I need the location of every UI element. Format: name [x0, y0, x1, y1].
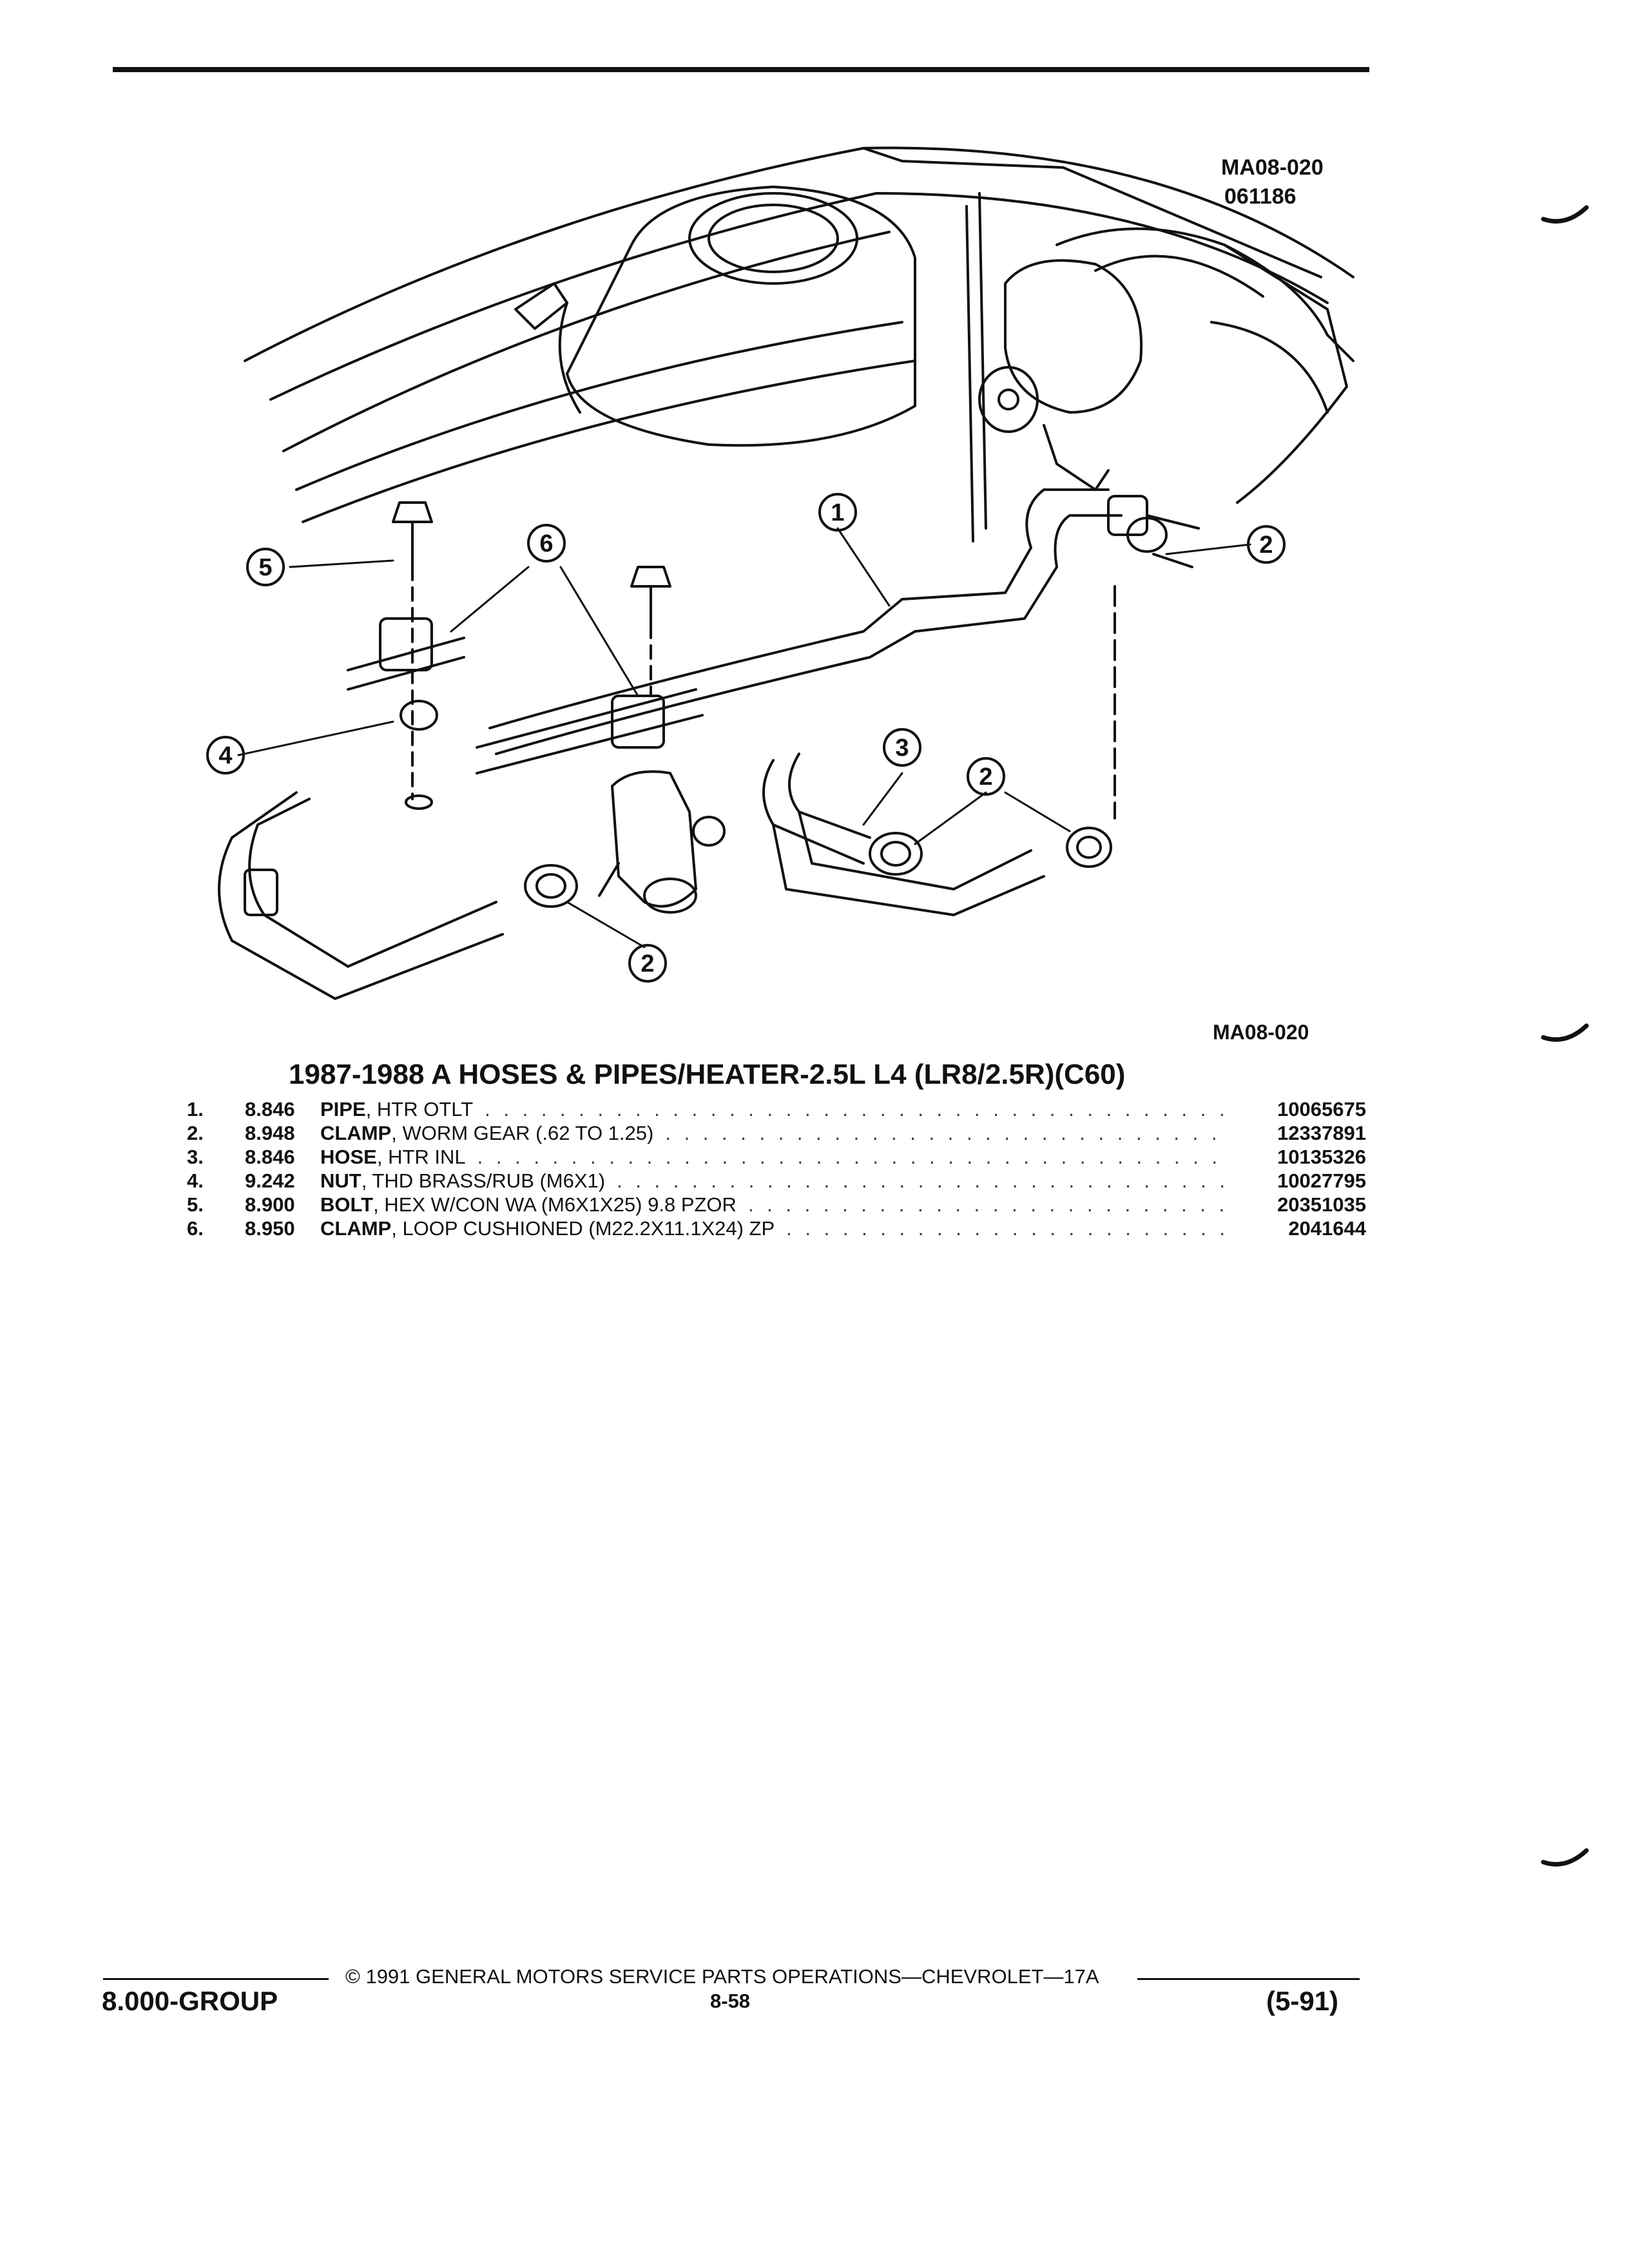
- callout-2-bottom: [628, 944, 667, 983]
- top-rule: [113, 67, 1369, 72]
- air-cleaner: [514, 186, 916, 447]
- callout-leaders: [237, 527, 1251, 948]
- figure-id: MA08-020: [1213, 1021, 1309, 1044]
- binding-mark: [1541, 205, 1589, 224]
- part-detail: , HTR INL: [376, 1146, 466, 1168]
- leader-dots: . . . . . . . . . . . . . . . . . . . . …: [747, 1193, 1226, 1216]
- loop-clamps: [347, 617, 704, 774]
- thermostat-housing: [598, 770, 726, 914]
- parts-row: 4. 9.242 NUT, THD BRASS/RUB (M6X1) . . .…: [187, 1169, 1366, 1193]
- bolts: [392, 501, 1116, 820]
- callout-numbers: 1 2 2 2 3 4 5 6: [218, 499, 1273, 977]
- part-name: PIPE: [320, 1098, 366, 1120]
- figure-ref-code: MA08-020: [1221, 155, 1324, 180]
- group-label: 8.000-GROUP: [102, 1986, 278, 2016]
- part-number: 10027795: [1277, 1169, 1366, 1192]
- group-number: 8.950: [245, 1217, 295, 1240]
- parts-row: 3. 8.846 HOSE, HTR INL . . . . . . . . .…: [187, 1145, 1366, 1169]
- part-description: BOLT, HEX W/CON WA (M6X1X25) 9.8 PZOR: [320, 1193, 737, 1216]
- part-number: 20351035: [1277, 1193, 1366, 1216]
- callout-2-top: [1247, 525, 1286, 564]
- part-detail: , HTR OTLT: [365, 1098, 474, 1120]
- callout-2-right: [967, 757, 1005, 796]
- leader-dots: . . . . . . . . . . . . . . . . . . . . …: [477, 1146, 1226, 1168]
- binding-mark: [1541, 1023, 1589, 1042]
- part-name: CLAMP: [320, 1217, 392, 1240]
- copyright: © 1991 GENERAL MOTORS SERVICE PARTS OPER…: [345, 1965, 1099, 1988]
- part-description: CLAMP, LOOP CUSHIONED (M22.2X11.1X24) ZP: [320, 1216, 775, 1240]
- part-description: NUT, THD BRASS/RUB (M6X1): [320, 1169, 605, 1193]
- group-number: 8.846: [245, 1146, 295, 1168]
- footer-rule-left: [103, 1978, 329, 1980]
- part-description: CLAMP, WORM GEAR (.62 TO 1.25): [320, 1121, 653, 1145]
- leader-dots: . . . . . . . . . . . . . . . . . . . . …: [485, 1098, 1226, 1120]
- part-description: HOSE, HTR INL: [320, 1145, 466, 1169]
- callout-3: [883, 728, 921, 767]
- worm-gear-clamps: [524, 517, 1168, 908]
- part-name: BOLT: [320, 1193, 374, 1216]
- parts-row: 5. 8.900 BOLT, HEX W/CON WA (M6X1X25) 9.…: [187, 1193, 1366, 1216]
- group-number: 9.242: [245, 1169, 295, 1192]
- item-number: 4.: [187, 1169, 204, 1192]
- callout-number: 1: [831, 499, 844, 526]
- parts-row: 1. 8.846 PIPE, HTR OTLT . . . . . . . . …: [187, 1097, 1366, 1121]
- callout-number: 2: [1259, 532, 1273, 559]
- group-number: 8.900: [245, 1193, 295, 1216]
- part-name: NUT: [320, 1169, 361, 1192]
- item-number: 5.: [187, 1193, 204, 1216]
- figure-date-code: 061186: [1224, 184, 1296, 209]
- callout-number: 2: [979, 764, 992, 791]
- lower-heater-hose: [218, 791, 504, 1000]
- leader-dots: . . . . . . . . . . . . . . . . . . . . …: [665, 1122, 1226, 1144]
- parts-list: 1. 8.846 PIPE, HTR OTLT . . . . . . . . …: [187, 1097, 1366, 1240]
- leader-dots: . . . . . . . . . . . . . . . . . . . . …: [786, 1217, 1226, 1240]
- part-number: 10135326: [1277, 1146, 1366, 1168]
- callout-number: 6: [539, 530, 553, 557]
- leader-dots: . . . . . . . . . . . . . . . . . . . . …: [617, 1169, 1226, 1192]
- callouts: [206, 493, 1286, 983]
- item-number: 2.: [187, 1122, 204, 1144]
- callout-1: [818, 493, 857, 532]
- group-number: 8.846: [245, 1098, 295, 1120]
- callout-number: 3: [895, 735, 909, 762]
- callout-number: 5: [258, 554, 272, 581]
- binding-mark: [1541, 1848, 1589, 1867]
- callout-5: [246, 548, 285, 586]
- engine-bay-outline: [244, 146, 1354, 543]
- part-detail: , WORM GEAR (.62 TO 1.25): [391, 1122, 654, 1144]
- part-detail: , LOOP CUSHIONED (M22.2X11.1X24) ZP: [391, 1217, 775, 1240]
- part-description: PIPE, HTR OTLT: [320, 1097, 473, 1121]
- footer-rule-right: [1137, 1978, 1360, 1980]
- part-number: 12337891: [1277, 1122, 1366, 1144]
- part-name: HOSE: [320, 1146, 377, 1168]
- callout-number: 4: [218, 742, 232, 769]
- page-number: 8-58: [710, 1990, 751, 2012]
- callout-number: 2: [641, 950, 654, 977]
- heater-inlet-hose: [762, 753, 1112, 916]
- parts-diagram: 1 2 2 2 3 4 5 6: [206, 146, 1354, 1000]
- part-number: 2041644: [1288, 1217, 1366, 1240]
- item-number: 6.: [187, 1217, 204, 1240]
- item-number: 1.: [187, 1098, 204, 1120]
- brake-booster: [978, 259, 1143, 491]
- page-title: 1987-1988 A HOSES & PIPES/HEATER-2.5L L4…: [289, 1059, 1126, 1090]
- revision-date: (5-91): [1266, 1986, 1339, 2016]
- part-number: 10065675: [1277, 1098, 1366, 1120]
- parts-row: 2. 8.948 CLAMP, WORM GEAR (.62 TO 1.25) …: [187, 1121, 1366, 1145]
- parts-row: 6. 8.950 CLAMP, LOOP CUSHIONED (M22.2X11…: [187, 1216, 1366, 1240]
- part-name: CLAMP: [320, 1122, 392, 1144]
- part-detail: , THD BRASS/RUB (M6X1): [361, 1169, 606, 1192]
- group-number: 8.948: [245, 1122, 295, 1144]
- callout-4: [206, 736, 245, 774]
- part-detail: , HEX W/CON WA (M6X1X25) 9.8 PZOR: [373, 1193, 737, 1216]
- item-number: 3.: [187, 1146, 204, 1168]
- callout-6: [527, 524, 566, 562]
